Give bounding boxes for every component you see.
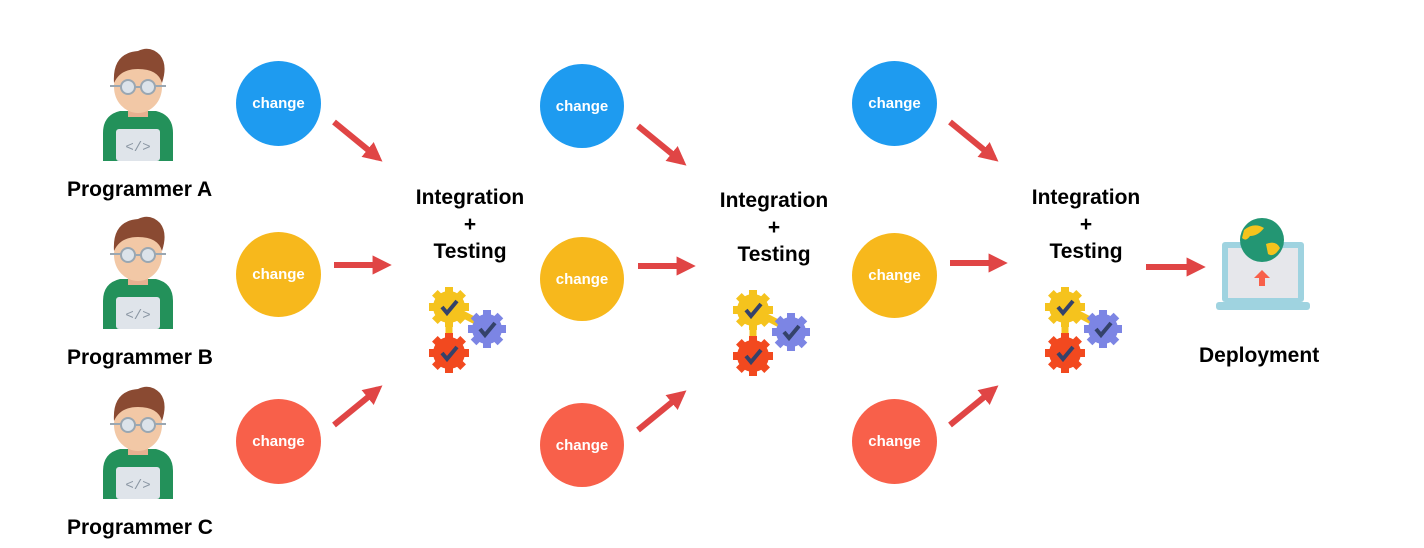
laptop-globe-icon (1216, 218, 1310, 310)
arrow-icon (948, 385, 999, 428)
stage-2-line1: Integration (719, 189, 829, 212)
stage-3-line2: + (1079, 213, 1093, 236)
change-bubble: change (540, 403, 624, 487)
programmer-b-icon: </> (103, 216, 173, 329)
change-bubble: change (540, 237, 624, 321)
arrow-icon (332, 119, 383, 162)
svg-text:</>: </> (125, 308, 150, 324)
change-bubble: change (852, 61, 937, 146)
svg-text:</>: </> (125, 478, 150, 494)
arrow-icon (636, 123, 687, 166)
gear-cluster-icon (733, 290, 810, 376)
change-bubble: change (236, 399, 321, 484)
stage-2-line3: Testing (737, 243, 811, 266)
svg-text:</>: </> (125, 140, 150, 156)
stage-3-label: Integration + Testing (1006, 184, 1166, 265)
stage-2-label: Integration + Testing (694, 187, 854, 268)
deployment-label: Deployment (1199, 344, 1320, 367)
programmer-b-label: Programmer B (67, 346, 213, 369)
stage-1-line1: Integration (415, 186, 525, 209)
programmer-c-icon: </> (103, 386, 173, 499)
change-bubble: change (540, 64, 624, 148)
change-bubble: change (852, 233, 937, 318)
programmer-a-icon: </> (103, 48, 173, 161)
stage-1-line3: Testing (433, 240, 507, 263)
arrow-icon (332, 385, 383, 428)
stage-3-line1: Integration (1031, 186, 1141, 209)
programmer-a-label: Programmer A (67, 178, 213, 201)
programmer-c-label: Programmer C (67, 516, 213, 539)
change-bubble: change (236, 61, 321, 146)
gear-cluster-icon (1045, 287, 1122, 373)
stage-3-line3: Testing (1049, 240, 1123, 263)
gear-cluster-icon (429, 287, 506, 373)
change-bubble: change (236, 232, 321, 317)
change-bubble: change (852, 399, 937, 484)
arrow-icon (948, 119, 999, 162)
stage-1-label: Integration + Testing (390, 184, 550, 265)
stage-1-line2: + (463, 213, 477, 236)
arrow-icon (636, 390, 687, 433)
stage-2-line2: + (767, 216, 781, 239)
